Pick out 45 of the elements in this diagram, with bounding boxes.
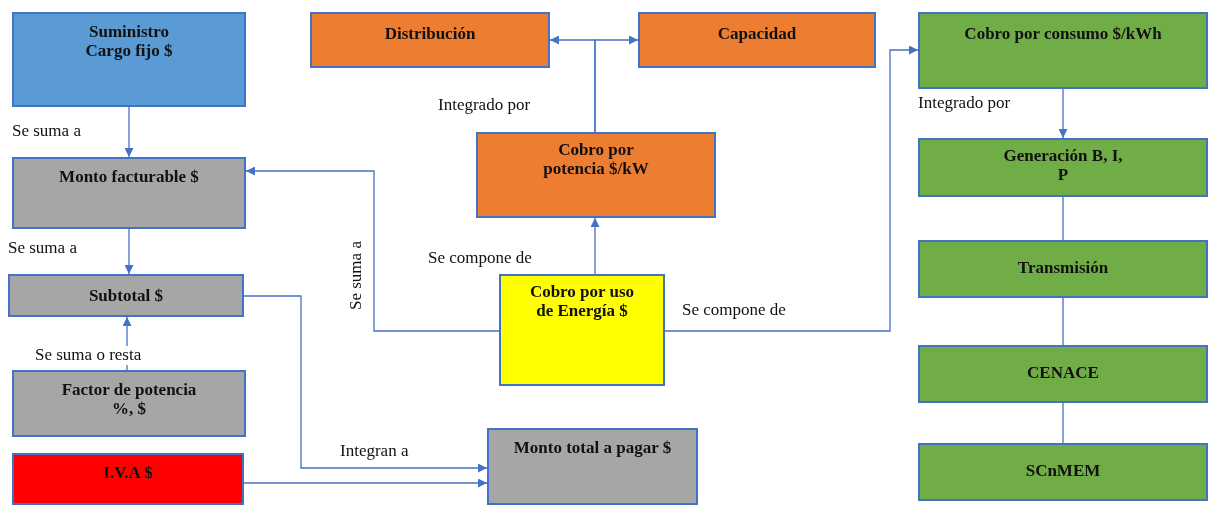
box-label: Distribución bbox=[383, 24, 477, 44]
process-box bbox=[12, 453, 244, 505]
process-box bbox=[918, 138, 1208, 197]
process-box bbox=[487, 428, 698, 505]
box-label: Capacidad bbox=[716, 24, 798, 44]
box-label: Transmisión bbox=[1016, 258, 1110, 278]
process-box bbox=[12, 370, 246, 437]
box-label: CENACE bbox=[1026, 363, 1100, 383]
box-label: Cobro por consumo $/kWh bbox=[963, 24, 1163, 44]
connector-arrow bbox=[243, 478, 488, 488]
process-box bbox=[310, 12, 550, 68]
edge-label: Integrado por bbox=[916, 94, 1013, 113]
edge-label: Integrado por bbox=[436, 96, 533, 115]
box-label: Monto total a pagar $ bbox=[512, 438, 673, 458]
edge-label: Se compone de bbox=[426, 249, 534, 268]
process-box bbox=[12, 12, 246, 107]
connector-arrow bbox=[124, 228, 134, 275]
process-box bbox=[8, 274, 244, 317]
edge-label: Se suma o resta bbox=[33, 346, 144, 365]
box-label: Monto facturable $ bbox=[58, 167, 200, 187]
box-label: Factor de potencia %, $ bbox=[60, 380, 198, 419]
box-label: Generación B, I, P bbox=[1002, 146, 1124, 185]
connector-arrow bbox=[590, 217, 600, 275]
box-label: Suministro Cargo fijo $ bbox=[84, 22, 174, 61]
box-label: I.V.A $ bbox=[102, 463, 154, 483]
box-label: Cobro por uso de Energía $ bbox=[528, 282, 636, 321]
connector-arrow bbox=[124, 106, 134, 158]
process-box bbox=[918, 443, 1208, 501]
process-box bbox=[499, 274, 665, 386]
connector-arrow bbox=[243, 295, 488, 473]
connector-arrow bbox=[1058, 88, 1068, 139]
connector-arrow bbox=[664, 45, 919, 332]
process-box bbox=[638, 12, 876, 68]
edge-label: Integran a bbox=[338, 442, 411, 461]
process-box bbox=[918, 12, 1208, 89]
box-label: Cobro por potencia $/kW bbox=[542, 140, 650, 179]
process-box bbox=[476, 132, 716, 218]
edge-label: Se compone de bbox=[680, 301, 788, 320]
box-label: Subtotal $ bbox=[87, 286, 165, 306]
connector-arrow bbox=[594, 35, 639, 133]
connector-arrow bbox=[245, 166, 500, 332]
process-box bbox=[918, 345, 1208, 403]
process-box bbox=[12, 157, 246, 229]
process-box bbox=[918, 240, 1208, 298]
box-label: SCnMEM bbox=[1024, 461, 1102, 481]
